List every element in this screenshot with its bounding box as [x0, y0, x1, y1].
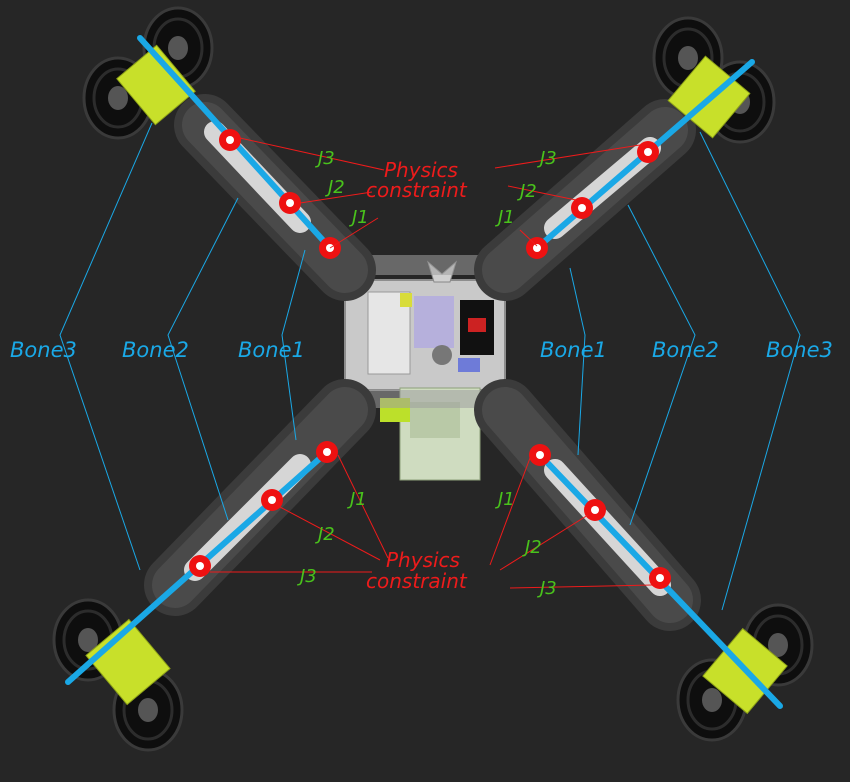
joint-j1-bottom-left	[316, 441, 338, 463]
j3-label-bottom-left: J3	[297, 566, 317, 587]
physics-callout-lines	[210, 137, 653, 589]
j1-label-bottom-left: J1	[347, 489, 367, 510]
j3-label-top-right: J3	[537, 148, 557, 169]
j2-label-top-left: J2	[325, 177, 345, 198]
bone3-label-left: Bone3	[10, 338, 77, 362]
bone2-label-right: Bone2	[652, 338, 719, 362]
bone-callout-lines	[59, 122, 801, 611]
j2-label-top-right: J2	[517, 181, 537, 202]
joint-labels: J3 J2 J1 J3 J2 J1 J1 J2 J3 J1 J2 J3	[297, 148, 557, 599]
j2-label-bottom-right: J2	[522, 537, 542, 558]
j3-label-top-left: J3	[315, 148, 335, 169]
joint-j1-bottom-right	[529, 444, 551, 466]
joint-j2-bottom-left	[261, 489, 283, 511]
physics-label-bottom-line1: Physics	[386, 548, 460, 572]
j3-label-bottom-right: J3	[537, 578, 557, 599]
bone1-label-right: Bone1	[540, 338, 607, 362]
physics-label-top-line2: constraint	[366, 178, 468, 202]
wheel-top-left	[82, 6, 214, 140]
j1-label-bottom-right: J1	[495, 489, 515, 510]
robot-body	[340, 255, 510, 481]
bone3-label-right: Bone3	[766, 338, 833, 362]
joint-j2-bottom-right	[584, 499, 606, 521]
joint-j3-top-right	[637, 141, 659, 163]
wheel-bottom-left	[52, 598, 184, 752]
bone2-label-left: Bone2	[122, 338, 189, 362]
joint-j2-top-left	[279, 192, 301, 214]
joint-j3-bottom-left	[189, 555, 211, 577]
bone-labels: Bone3 Bone2 Bone1 Bone1 Bone2 Bone3	[10, 338, 833, 362]
joint-j1-top-right	[526, 237, 548, 259]
joint-markers	[189, 129, 671, 589]
j1-label-top-right: J1	[495, 207, 515, 228]
j1-label-top-left: J1	[349, 207, 369, 228]
bone1-label-left: Bone1	[238, 338, 305, 362]
joint-j2-top-right	[571, 197, 593, 219]
physics-label-top-line1: Physics	[384, 158, 458, 182]
physics-constraint-labels: Physics constraint Physics constraint	[366, 158, 468, 593]
j2-label-bottom-left: J2	[315, 524, 335, 545]
joint-j3-bottom-right	[649, 567, 671, 589]
physics-label-bottom-line2: constraint	[366, 569, 468, 593]
joint-j3-top-left	[219, 129, 241, 151]
